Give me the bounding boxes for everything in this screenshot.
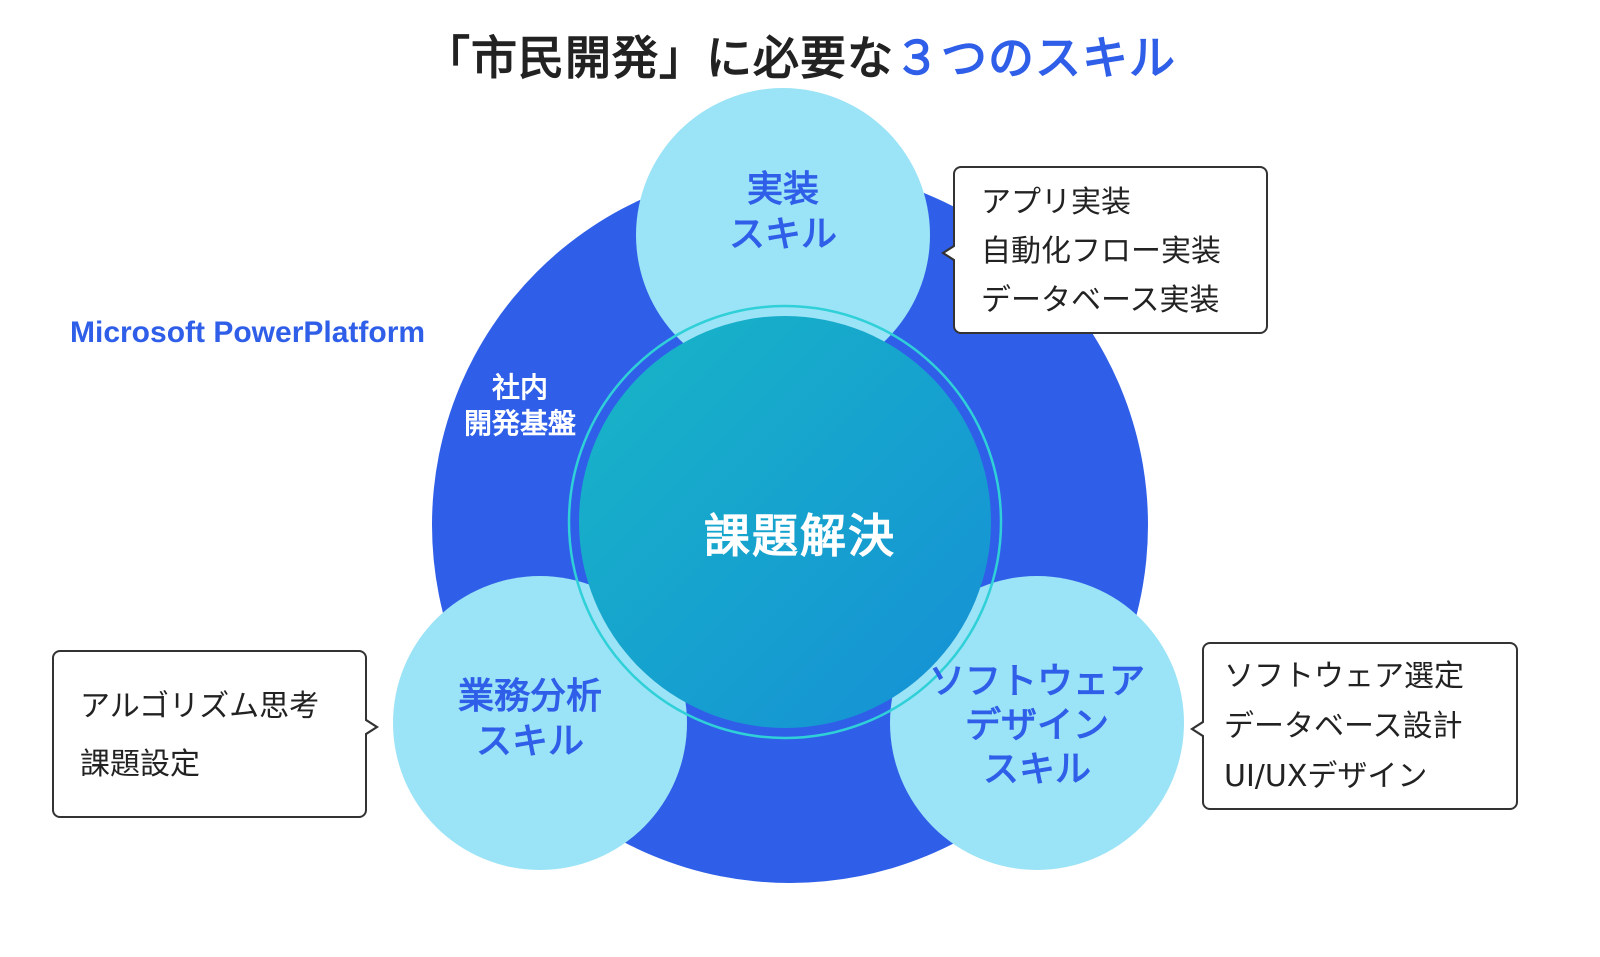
callout-software-design: ソフトウェア選定 データベース設計 UI/UXデザイン bbox=[1190, 642, 1518, 810]
internal-platform-label: 社内 開発基盤 bbox=[440, 370, 600, 443]
callout-pointer-fill bbox=[945, 246, 956, 260]
core-circle bbox=[579, 316, 991, 728]
platform-label: Microsoft PowerPlatform bbox=[70, 316, 426, 349]
callout-pointer-fill bbox=[1194, 722, 1205, 736]
callout-business-analysis-item: アルゴリズム思考 bbox=[80, 689, 320, 724]
callout-business-analysis: アルゴリズム思考 課題設定 bbox=[52, 650, 379, 818]
callout-software-design-item: UI/UXデザイン bbox=[1224, 759, 1428, 794]
skill-business-analysis-line-1: 業務分析 bbox=[457, 676, 602, 717]
skill-software-design-line-2: デザイン bbox=[964, 704, 1109, 746]
callout-software-design-item: データベース設計 bbox=[1224, 709, 1463, 744]
internal-platform-line-2: 開発基盤 bbox=[463, 407, 576, 441]
skill-circle-software-design bbox=[890, 576, 1184, 870]
callout-pointer-fill bbox=[364, 720, 375, 734]
skill-business-analysis-line-2: スキル bbox=[475, 721, 584, 762]
skill-label-software-design: ソフトウェア デザイン スキル bbox=[917, 660, 1157, 792]
core-label: 課題解決 bbox=[704, 509, 896, 563]
callout-software-design-item: ソフトウェア選定 bbox=[1224, 659, 1464, 694]
skill-circle-implementation bbox=[636, 88, 930, 382]
skill-software-design-line-1: ソフトウェア bbox=[928, 661, 1145, 702]
internal-platform-line-1: 社内 bbox=[491, 371, 548, 404]
skill-circle-business-analysis bbox=[393, 576, 687, 870]
callout-implementation-item: 自動化フロー実装 bbox=[981, 234, 1221, 269]
skill-implementation-line-1: 実装 bbox=[746, 169, 819, 210]
callout-implementation-item: データベース実装 bbox=[981, 283, 1220, 318]
callout-implementation-item: アプリ実装 bbox=[981, 185, 1131, 220]
callout-implementation: アプリ実装 自動化フロー実装 データベース実装 bbox=[941, 166, 1268, 334]
title-prefix: 「市民開発」に必要な bbox=[424, 31, 894, 85]
callout-business-analysis-item: 課題設定 bbox=[80, 747, 200, 782]
skill-software-design-line-3: スキル bbox=[982, 748, 1091, 790]
skill-label-business-analysis: 業務分析 スキル bbox=[430, 674, 630, 764]
skill-implementation-line-2: スキル bbox=[728, 214, 837, 255]
skill-label-implementation: 実装 スキル bbox=[683, 167, 883, 257]
title-accent: ３つのスキル bbox=[894, 31, 1176, 85]
core-outer-ring bbox=[567, 304, 1003, 740]
diagram-title: 「市民開発」に必要な３つのスキル bbox=[0, 22, 1600, 88]
